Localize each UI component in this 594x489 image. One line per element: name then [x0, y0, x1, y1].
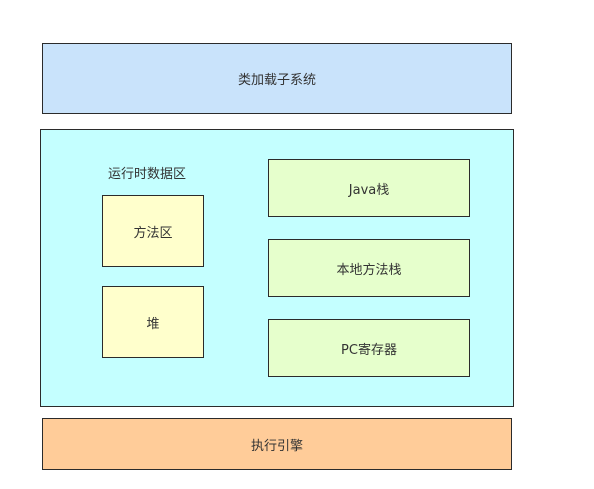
heap-label: 堆	[146, 316, 160, 332]
java-stack-box: Java栈	[268, 159, 470, 217]
heap-box: 堆	[102, 286, 204, 358]
pc-register-box: PC寄存器	[268, 319, 470, 377]
native-method-stack-box: 本地方法栈	[268, 239, 470, 297]
method-area-box: 方法区	[102, 195, 204, 267]
runtime-data-area-title: 运行时数据区	[108, 167, 187, 182]
pc-register-label: PC寄存器	[341, 342, 397, 358]
java-stack-label: Java栈	[348, 182, 390, 198]
method-area-label: 方法区	[133, 225, 173, 241]
execution-engine-box: 执行引擎	[42, 418, 512, 470]
execution-engine-label: 执行引擎	[250, 438, 303, 454]
class-loader-subsystem-box: 类加载子系统	[42, 43, 512, 114]
native-method-stack-label: 本地方法栈	[336, 262, 402, 278]
class-loader-subsystem-label: 类加载子系统	[237, 73, 316, 88]
